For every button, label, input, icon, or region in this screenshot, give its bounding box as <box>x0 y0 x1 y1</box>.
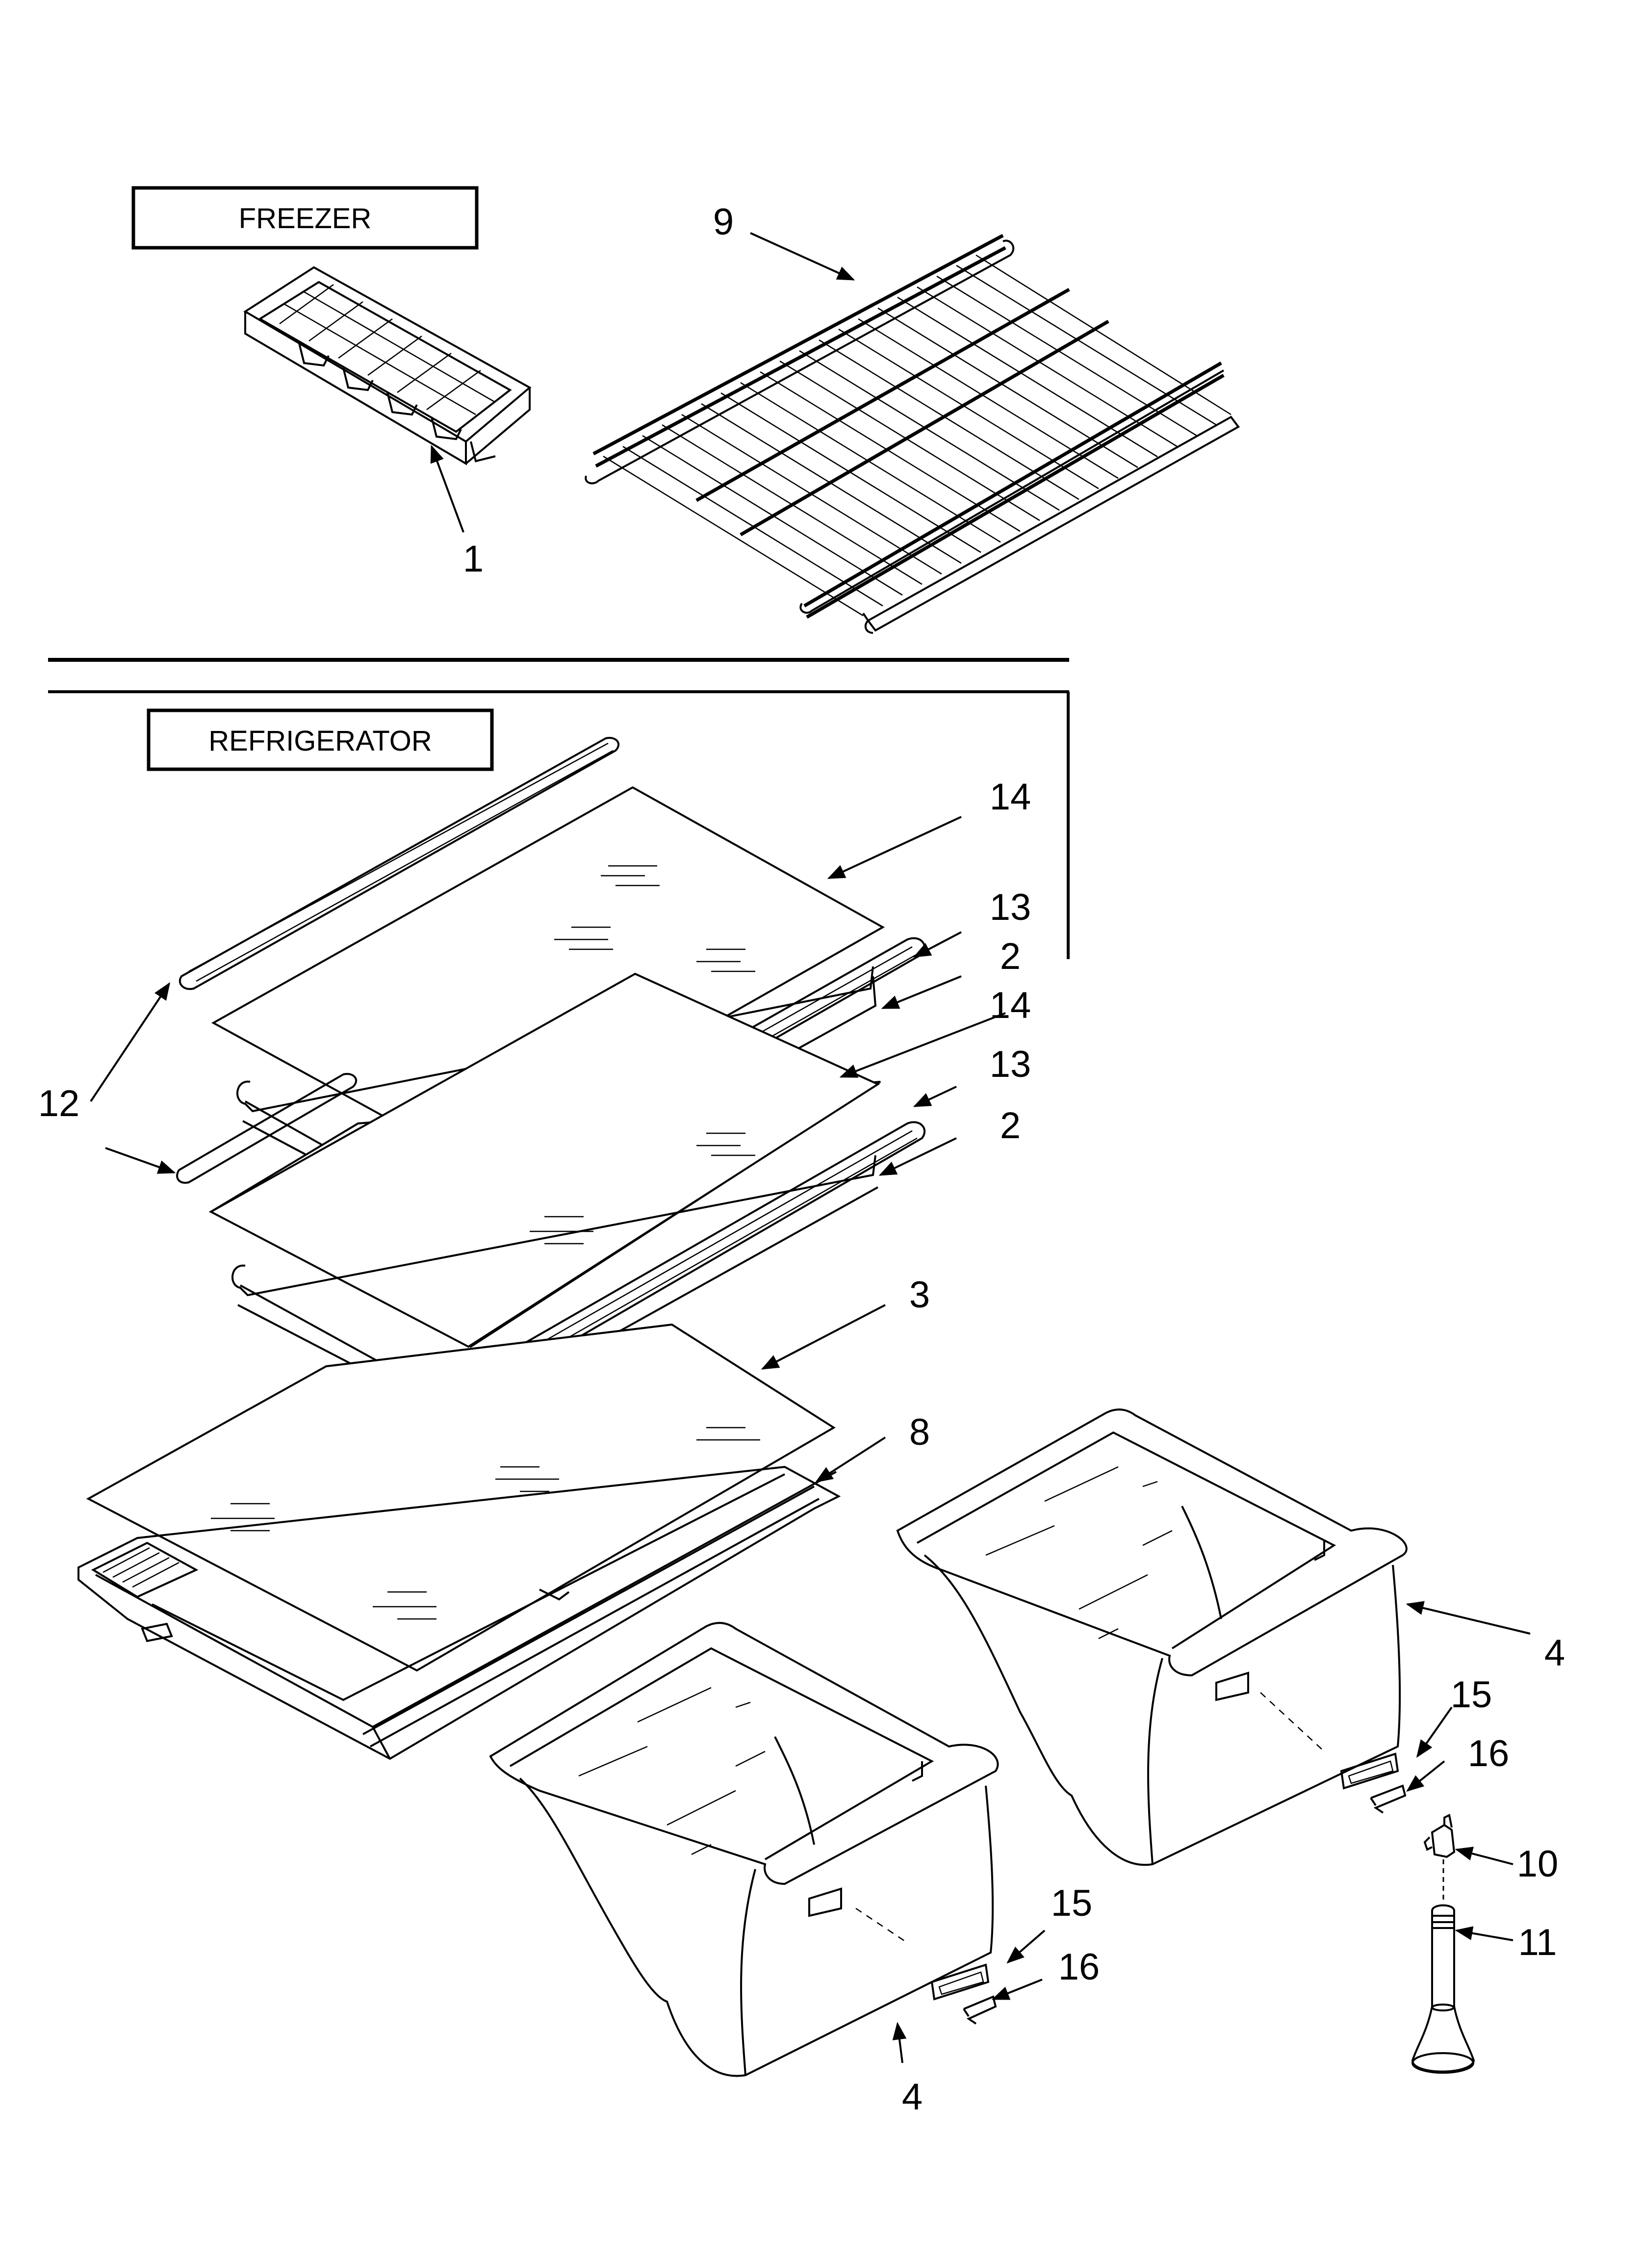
callout-leaders <box>90 232 1531 2063</box>
callout-10: 10 <box>1517 1843 1559 1885</box>
ice-cube-tray <box>243 266 532 466</box>
refrigerator-label: REFRIGERATOR <box>208 725 432 757</box>
glass-marks-crisper <box>211 1427 760 1620</box>
callout-3: 3 <box>909 1274 930 1316</box>
callout-16-right: 16 <box>1468 1733 1510 1774</box>
crisper-cover-assembly <box>77 1323 841 1760</box>
freezer-wire-shelf <box>585 234 1240 634</box>
crisper-drawer-right <box>896 1408 1408 1866</box>
leveling-leg <box>1411 1814 1475 2074</box>
callout-2-lower: 2 <box>1000 1105 1021 1147</box>
callout-14-upper: 14 <box>990 776 1031 818</box>
crisper-drawer-left <box>489 1622 999 2077</box>
callout-13-lower: 13 <box>990 1043 1031 1085</box>
callout-13-upper: 13 <box>990 886 1031 928</box>
callout-1: 1 <box>463 538 484 580</box>
callout-labels: 1 9 14 13 2 14 13 2 12 3 8 4 15 16 10 11… <box>38 201 1565 2118</box>
freezer-label-box: FREEZER <box>131 186 479 250</box>
callout-16-left: 16 <box>1058 1946 1100 1988</box>
callout-15-left: 15 <box>1051 1882 1093 1924</box>
callout-14-lower: 14 <box>990 985 1031 1026</box>
callout-11: 11 <box>1518 1922 1557 1963</box>
callout-15-right: 15 <box>1451 1674 1492 1716</box>
callout-2-upper: 2 <box>1000 936 1021 977</box>
section-divider <box>48 658 1070 959</box>
callout-9: 9 <box>713 201 734 243</box>
callout-4-bottom: 4 <box>902 2076 923 2118</box>
callout-12: 12 <box>38 1083 80 1124</box>
freezer-label: FREEZER <box>239 203 372 235</box>
callout-8: 8 <box>909 1411 930 1453</box>
callout-4-right: 4 <box>1544 1632 1565 1674</box>
refrigerator-label-box: REFRIGERATOR <box>147 708 494 771</box>
